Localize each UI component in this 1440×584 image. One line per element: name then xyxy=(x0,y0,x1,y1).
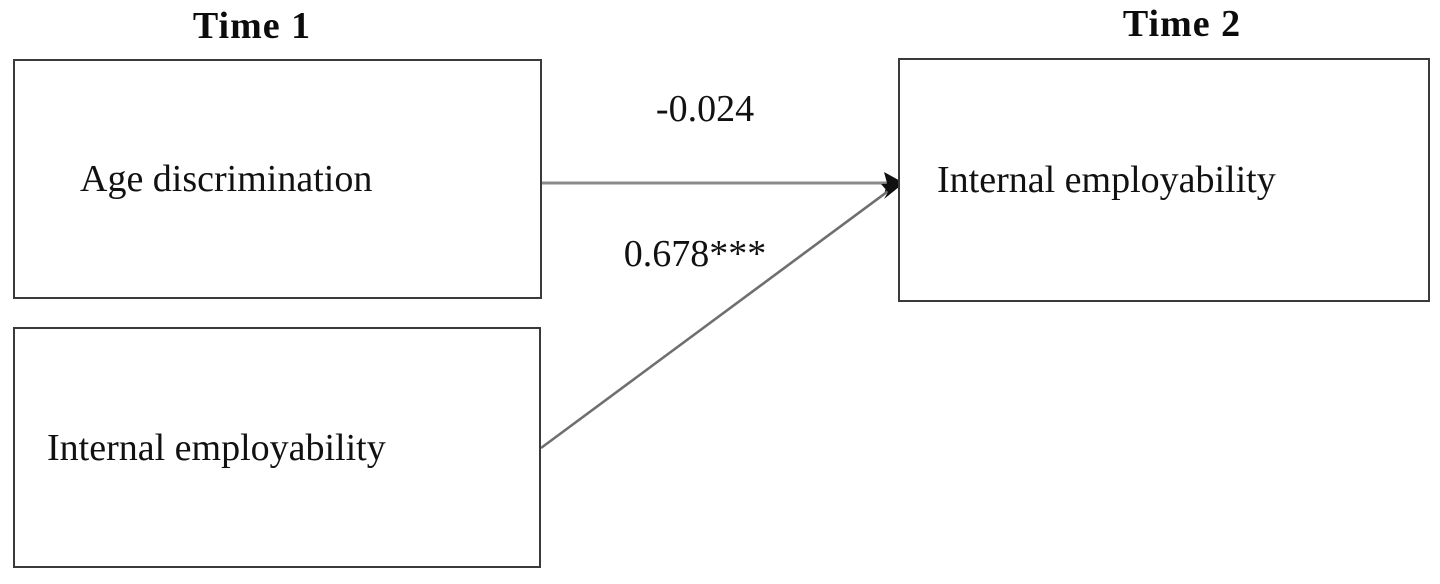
node-label-internal-employability-time-2: Internal employability xyxy=(937,159,1276,201)
node-internal-employability-time-2[interactable]: Internal employability xyxy=(898,58,1430,302)
path-coefficient-direct: -0.024 xyxy=(655,88,755,130)
path-coefficient-autoregressive: 0.678*** xyxy=(623,233,767,275)
column-header-time-2: Time 2 xyxy=(1122,3,1242,45)
edge-direct-path xyxy=(542,172,904,195)
node-age-discrimination-time-1[interactable]: Age discrimination xyxy=(13,59,542,299)
node-label-internal-employability-time-1: Internal employability xyxy=(47,426,386,469)
node-internal-employability-time-1[interactable]: Internal employability xyxy=(13,327,541,568)
autoregressive-path-line xyxy=(540,187,892,450)
edge-autoregressive-path xyxy=(540,183,904,450)
column-header-time-1: Time 1 xyxy=(192,5,312,47)
node-label-age-discrimination: Age discrimination xyxy=(80,158,373,200)
